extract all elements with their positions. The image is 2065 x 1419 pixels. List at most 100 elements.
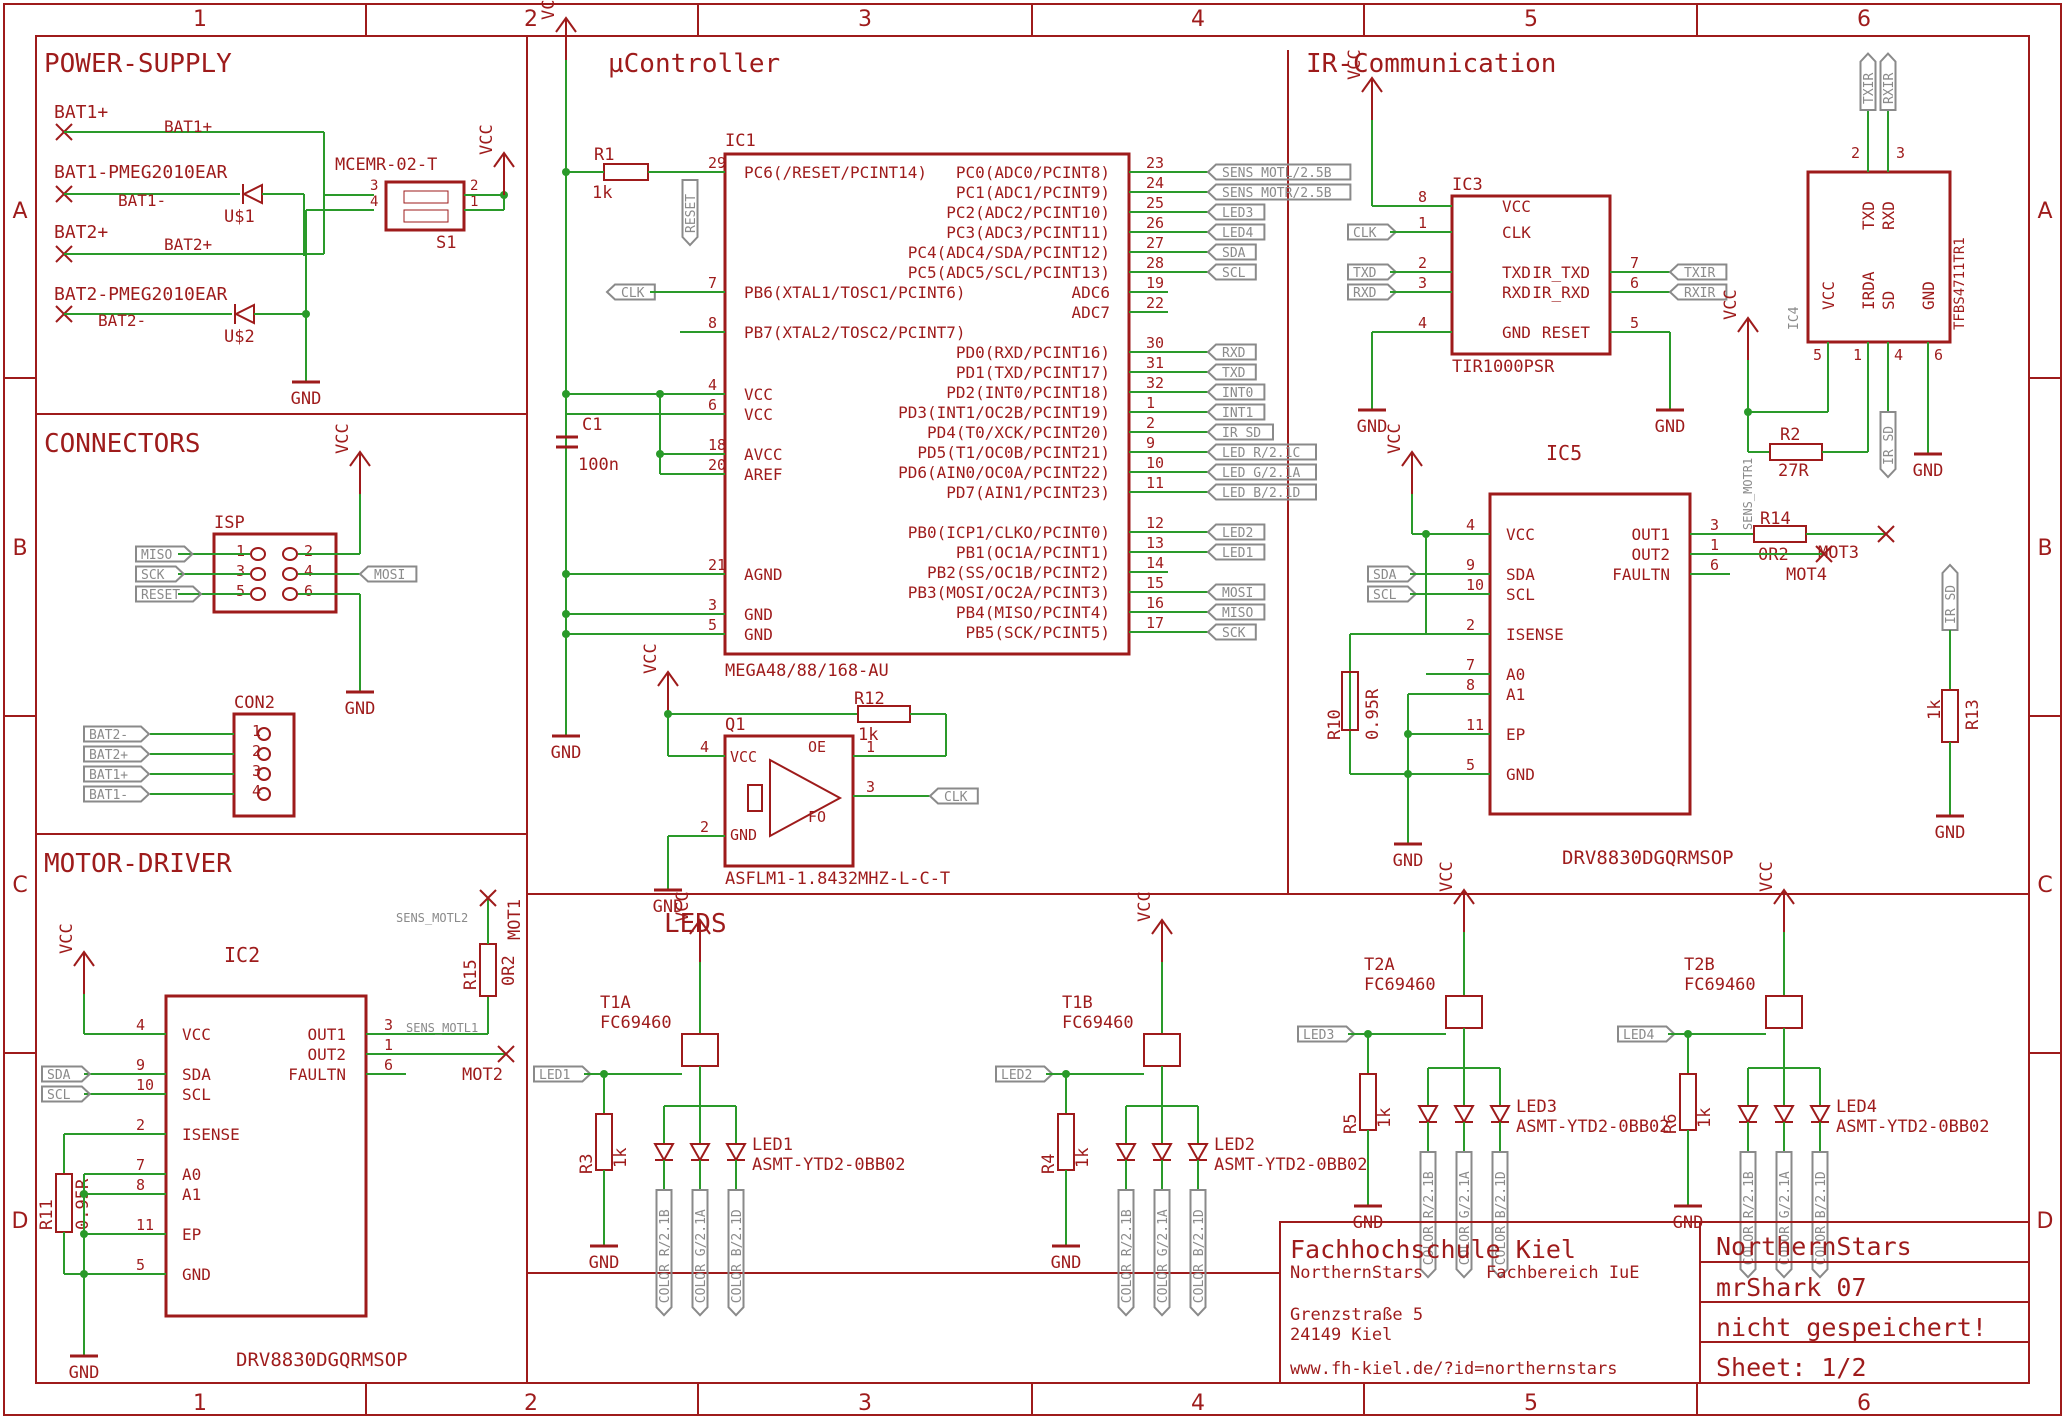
label: 1k	[1925, 700, 1945, 720]
pin-number: 28	[1146, 254, 1164, 272]
transistor-symbol	[1765, 995, 1803, 1029]
net-label: SCL	[1222, 266, 1246, 281]
transistor-symbol	[1445, 995, 1483, 1029]
led-triangle	[1809, 1105, 1831, 1125]
pin-number: 16	[1146, 594, 1164, 612]
label: 6	[1934, 346, 1943, 364]
net-label: MISO	[141, 548, 172, 563]
junction-dot	[80, 1190, 88, 1198]
label: 1k	[611, 1148, 631, 1168]
net-flag-outline	[41, 1065, 92, 1083]
label: A1	[1506, 685, 1525, 704]
label: DRV8830DGQRMSOP	[236, 1349, 408, 1371]
label: GND	[1502, 323, 1531, 342]
vcc-symbol: VCC	[1437, 861, 1457, 892]
pin-number: 7	[708, 274, 717, 292]
vcc-arrow	[1737, 316, 1759, 333]
label: 4	[252, 782, 261, 800]
mcu-pin-name: PD6(AIN0/OC0A/PCINT22)	[898, 463, 1110, 482]
pin-hole	[282, 567, 298, 581]
mcu-body	[723, 152, 1131, 656]
label: VCC	[730, 748, 757, 766]
label: SDA	[1506, 565, 1535, 584]
pin-hole	[282, 547, 298, 561]
net-label: TXD	[1222, 366, 1246, 381]
column-label: 3	[858, 1391, 872, 1416]
label: ASMT-YTD2-0BB02	[1836, 1117, 1990, 1137]
pin-number: 4	[708, 376, 717, 394]
net-label: COLOR_R/2.1B	[1742, 1171, 1757, 1265]
mcu-pin-name: PB3(MOSI/OC2A/PCINT3)	[908, 583, 1110, 602]
net-flag-outline	[1206, 423, 1274, 441]
net-label: MOSI	[374, 568, 405, 583]
net-label: TXIR	[1684, 266, 1715, 281]
net-flag-outline	[1617, 1025, 1676, 1043]
pin-number: 12	[1146, 514, 1164, 532]
net-label: CLK	[621, 286, 645, 301]
label: 3	[384, 1016, 393, 1034]
label: 4	[1418, 314, 1427, 332]
label: 3	[1896, 144, 1905, 162]
pin-hole	[257, 767, 271, 781]
label: GND	[1506, 765, 1535, 784]
label: VCC	[1819, 281, 1838, 310]
label: 3	[252, 762, 261, 780]
label: 6	[304, 582, 313, 600]
net-flag-outline	[83, 745, 151, 763]
label: GND	[182, 1265, 211, 1284]
net-label: COLOR_G/2.1A	[694, 1209, 709, 1303]
row-label: A	[2037, 199, 2052, 224]
label: CON2	[234, 693, 275, 713]
pin-hole	[257, 727, 271, 741]
label: VCC	[1506, 525, 1535, 544]
label: 0R2	[499, 955, 519, 986]
mcu-pin-name: ADC7	[1071, 303, 1110, 322]
pin-number: 31	[1146, 354, 1164, 372]
net-label: SDA	[47, 1068, 71, 1083]
net-label: LED2	[1001, 1068, 1032, 1083]
net-label: RESET	[141, 588, 180, 603]
label: 100n	[578, 455, 619, 475]
label: OUT1	[1631, 525, 1670, 544]
net-label: IR_SD	[1944, 585, 1959, 624]
label: T1B	[1062, 993, 1093, 1013]
label: ISENSE	[1506, 625, 1564, 644]
mcu-pin-name: PC1(ADC1/PCINT9)	[956, 183, 1110, 202]
column-label: 4	[1191, 7, 1205, 32]
label: LED1	[752, 1135, 793, 1155]
label: RESET	[1542, 323, 1591, 342]
label: OUT2	[1631, 545, 1670, 564]
led-triangle	[689, 1143, 711, 1163]
column-label: 5	[1524, 1391, 1538, 1416]
pin-hole	[282, 587, 298, 601]
label: 3	[1418, 274, 1427, 292]
pin-number: 27	[1146, 234, 1164, 252]
pin-number: 24	[1146, 174, 1164, 192]
label: 2	[700, 818, 709, 836]
label: R1	[594, 145, 614, 165]
net-flag-outline	[533, 1065, 592, 1083]
label: 1	[384, 1036, 393, 1054]
label: ASMT-YTD2-0BB02	[1516, 1117, 1670, 1137]
gnd-symbol: GND	[1051, 1253, 1082, 1273]
net-flag-outline	[1206, 263, 1257, 281]
net-flag-outline	[1879, 411, 1897, 479]
label: FC69460	[1062, 1013, 1134, 1033]
label: T2B	[1684, 955, 1715, 975]
label: 6	[1710, 556, 1719, 574]
label: FAULTN	[1612, 565, 1670, 584]
net-flag-outline	[1879, 52, 1897, 111]
bat-label: BAT2-PMEG2010EAR	[54, 284, 228, 305]
net-label: INT1	[1222, 406, 1253, 421]
net-label: RXIR	[1684, 286, 1715, 301]
label: 11	[136, 1216, 154, 1234]
label: T2A	[1364, 955, 1395, 975]
pin-number: 9	[1146, 434, 1155, 452]
label: GND	[730, 826, 757, 844]
label: R13	[1963, 699, 1983, 730]
label: A0	[182, 1165, 201, 1184]
column-label: 2	[524, 1391, 538, 1416]
pin-number: 26	[1146, 214, 1164, 232]
label: 4	[136, 1016, 145, 1034]
